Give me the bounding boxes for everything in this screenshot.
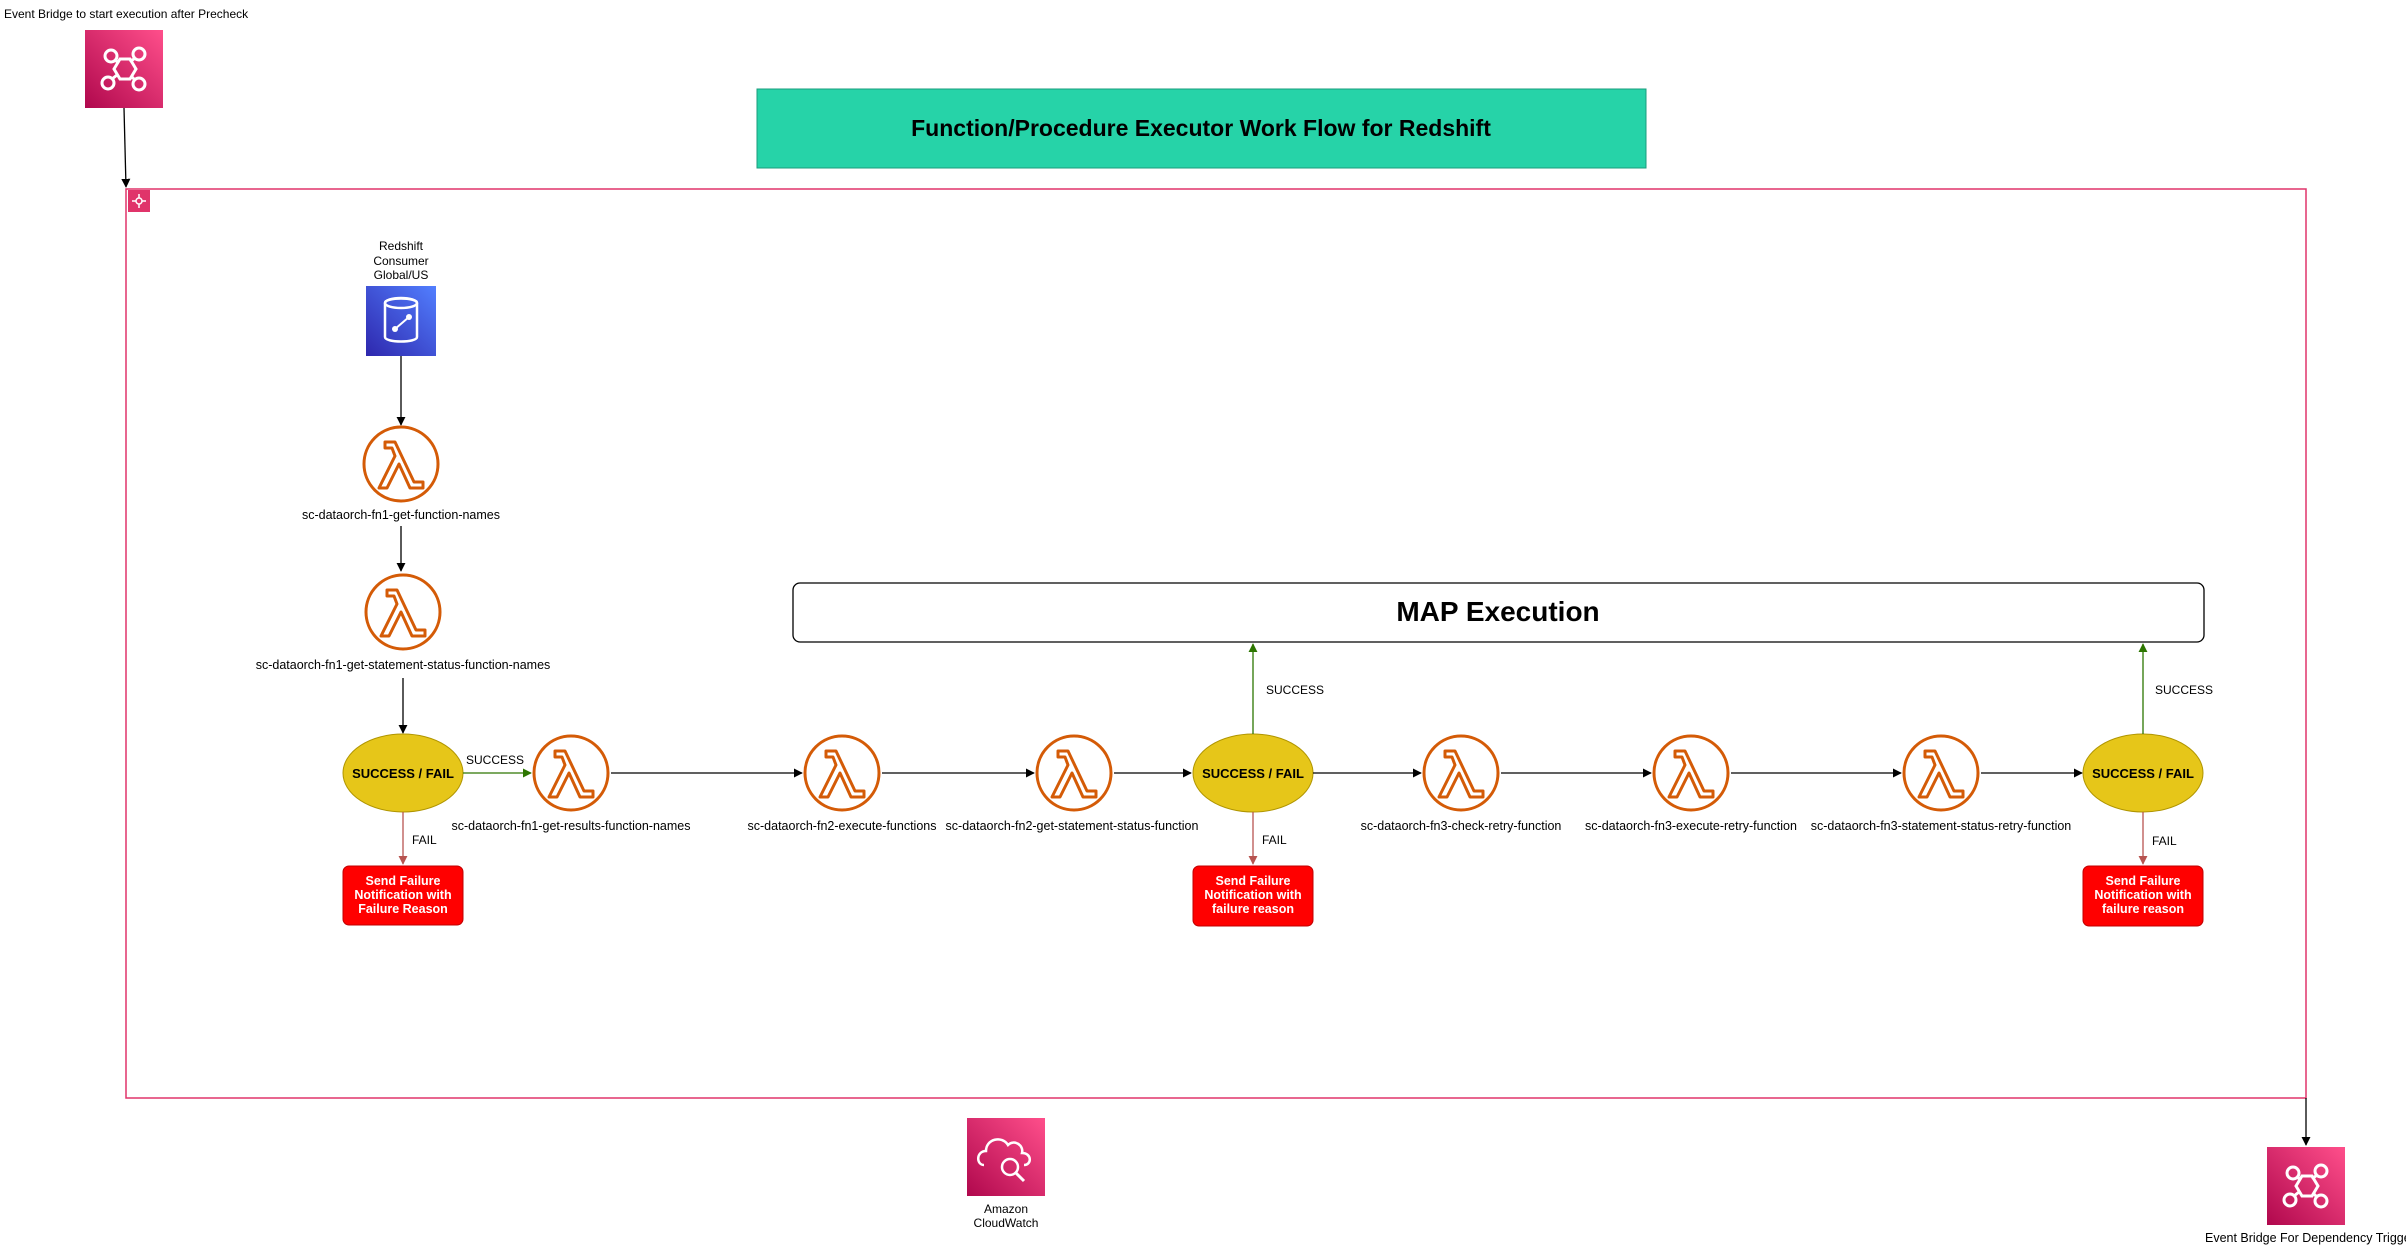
eventbridge-end-label: Event Bridge For Dependency Trigger <box>2205 1231 2406 1245</box>
lambda-label-fn1-get-results: sc-dataorch-fn1-get-results-function-nam… <box>452 819 691 833</box>
lambda-icon <box>1035 734 1113 812</box>
failure-notification-2-line3: failure reason <box>1212 902 1294 916</box>
failure-notification-3-line1: Send Failure <box>2105 874 2180 888</box>
cloudwatch-label-line2: CloudWatch <box>974 1216 1039 1230</box>
failure-notification-2 <box>1192 865 1314 927</box>
lambda-icon <box>362 425 440 503</box>
redshift-label-line2: Consumer <box>373 254 428 268</box>
lambda-icon <box>532 734 610 812</box>
edge-label-fail-3: FAIL <box>2152 834 2177 848</box>
lambda-icon <box>1902 734 1980 812</box>
redshift-label-line1: Redshift <box>379 239 424 253</box>
failure-notification-1 <box>342 865 464 926</box>
lambda-label-fn1-get-function-names: sc-dataorch-fn1-get-function-names <box>302 508 500 522</box>
lambda-label-fn3-execute-retry: sc-dataorch-fn3-execute-retry-function <box>1585 819 1797 833</box>
lambda-label-fn1-get-statement-status: sc-dataorch-fn1-get-statement-status-fun… <box>256 658 551 672</box>
edge-label-success-3: SUCCESS <box>2155 683 2213 697</box>
failure-notification-1-line3: Failure Reason <box>358 902 448 916</box>
decision-label-1: SUCCESS / FAIL <box>352 766 454 781</box>
lambda-icon <box>1652 734 1730 812</box>
page-title: Function/Procedure Executor Work Flow fo… <box>911 115 1491 141</box>
decision-label-2: SUCCESS / FAIL <box>1202 766 1304 781</box>
lambda-label-fn2-get-statement-status: sc-dataorch-fn2-get-statement-status-fun… <box>946 819 1199 833</box>
lambda-label-fn3-check-retry: sc-dataorch-fn3-check-retry-function <box>1361 819 1562 833</box>
lambda-icon <box>1422 734 1500 812</box>
edge-label-success-2: SUCCESS <box>1266 683 1324 697</box>
eventbridge-start-label: Event Bridge to start execution after Pr… <box>4 7 249 21</box>
redshift-label-line3: Global/US <box>374 268 429 282</box>
lambda-label-fn2-execute: sc-dataorch-fn2-execute-functions <box>748 819 937 833</box>
lambda-icon <box>803 734 881 812</box>
failure-notification-3 <box>2082 865 2204 927</box>
failure-notification-2-line1: Send Failure <box>1215 874 1290 888</box>
edge-label-fail-1: FAIL <box>412 833 437 847</box>
edge-label-success-1: SUCCESS <box>466 753 524 767</box>
cloudwatch-label-line1: Amazon <box>984 1202 1028 1216</box>
failure-notification-1-line1: Send Failure <box>365 874 440 888</box>
edge-label-fail-2: FAIL <box>1262 833 1287 847</box>
lambda-label-fn3-statement-status-retry: sc-dataorch-fn3-statement-status-retry-f… <box>1811 819 2072 833</box>
cloudwatch-icon <box>967 1118 1045 1196</box>
map-execution-label: MAP Execution <box>1396 596 1599 627</box>
step-functions-container <box>125 188 2307 1099</box>
eventbridge-icon <box>2267 1147 2345 1225</box>
redshift-icon <box>366 286 436 356</box>
edge-start-to-container <box>121 107 131 188</box>
failure-notification-2-line2: Notification with <box>1204 888 1301 902</box>
eventbridge-icon <box>85 30 163 108</box>
title-box <box>756 88 1647 169</box>
failure-notification-3-line3: failure reason <box>2102 902 2184 916</box>
failure-notification-1-line2: Notification with <box>354 888 451 902</box>
decision-label-3: SUCCESS / FAIL <box>2092 766 2194 781</box>
map-execution-box <box>792 582 2205 643</box>
failure-notification-3-line2: Notification with <box>2094 888 2191 902</box>
lambda-icon <box>364 573 442 651</box>
step-functions-icon <box>128 190 150 212</box>
